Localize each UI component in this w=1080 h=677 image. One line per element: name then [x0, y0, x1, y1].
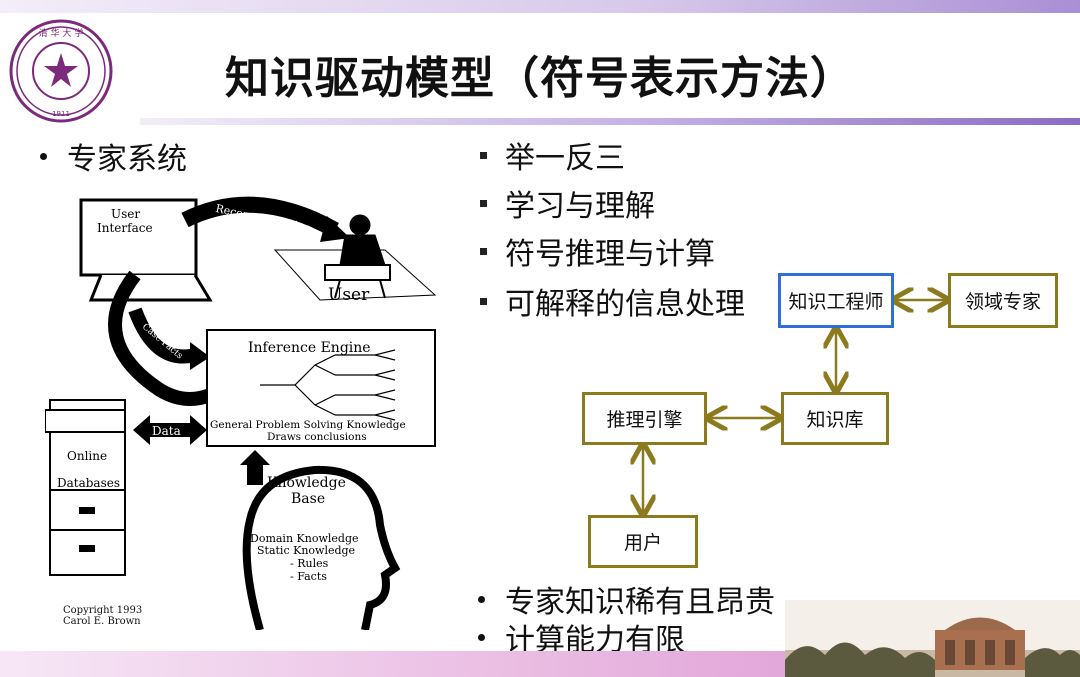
knowledge-label: Knowledge [267, 475, 346, 491]
right-bullet-1: 举一反三 [480, 133, 625, 177]
bottom-bullet-text: 专家知识稀有且昂贵 [505, 585, 775, 620]
bullet-dot-icon [478, 633, 485, 641]
node-knowledge-engineer: 知识工程师 [778, 273, 894, 328]
copyright-line-1: Copyright 1993 [63, 605, 143, 616]
right-bullet-text: 学习与理解 [505, 189, 655, 224]
right-bullet-4: 可解释的信息处理 [480, 279, 745, 323]
right-bullet-3: 符号推理与计算 [480, 229, 715, 273]
top-accent-bar [0, 0, 1080, 13]
user-interface-label-2: Interface [97, 221, 153, 235]
user-label: User [328, 285, 370, 305]
bullet-square-icon [480, 297, 487, 305]
expert-system-illustration: User Interface Recommendation User Case … [45, 196, 437, 630]
decision-tree-icon [260, 349, 396, 421]
svg-text:清 华 大 学: 清 华 大 学 [39, 27, 84, 39]
title-divider [140, 118, 1080, 125]
user-figure-icon [273, 214, 437, 301]
copyright-line-2: Carol E. Brown [63, 616, 141, 627]
draws-conclusions-label: Draws conclusions [267, 431, 367, 443]
head-silhouette-icon [242, 465, 401, 630]
bullet-dot-icon [40, 152, 47, 160]
node-user: 用户 [588, 515, 698, 568]
slide-title: 知识驱动模型（符号表示方法） [225, 53, 855, 104]
general-knowledge-label: General Problem Solving Knowledge [210, 419, 406, 431]
base-label: Base [291, 491, 325, 507]
data-arrow-icon [133, 415, 207, 445]
up-arrow-icon [240, 450, 270, 485]
data-label: Data [152, 424, 181, 438]
filing-cabinet-icon [45, 399, 126, 576]
node-knowledge-base: 知识库 [781, 392, 889, 445]
bottom-bullet-1: 专家知识稀有且昂贵 [478, 577, 775, 621]
left-bullet-text: 专家系统 [67, 142, 187, 177]
online-label: Online [67, 449, 107, 463]
right-bullet-text: 符号推理与计算 [505, 237, 715, 272]
rules-label: - Rules [290, 557, 329, 570]
bullet-square-icon [480, 151, 487, 159]
right-bullet-2: 学习与理解 [480, 181, 655, 225]
right-bullet-text: 举一反三 [505, 141, 625, 176]
node-domain-expert: 领域专家 [948, 273, 1058, 328]
node-inference-engine: 推理引擎 [582, 392, 707, 445]
inference-engine-label: Inference Engine [248, 340, 371, 356]
university-seal-logo: 清 华 大 学 1911 [9, 19, 113, 123]
right-bullet-text: 可解释的信息处理 [505, 287, 745, 322]
campus-building-image [785, 600, 1080, 677]
svg-text:1911: 1911 [52, 110, 70, 118]
bullet-square-icon [480, 247, 487, 255]
static-knowledge-label: Static Knowledge [257, 544, 355, 557]
domain-knowledge-label: Domain Knowledge [250, 532, 359, 545]
user-interface-label: User [111, 207, 140, 221]
bullet-dot-icon [478, 595, 485, 603]
bullet-square-icon [480, 199, 487, 207]
facts-label: - Facts [290, 570, 327, 583]
databases-label: Databases [57, 476, 120, 490]
left-bullet: 专家系统 [40, 134, 187, 178]
inference-engine-box [206, 329, 436, 447]
copyright-note: Copyright 1993 Carol E. Brown [63, 605, 142, 627]
